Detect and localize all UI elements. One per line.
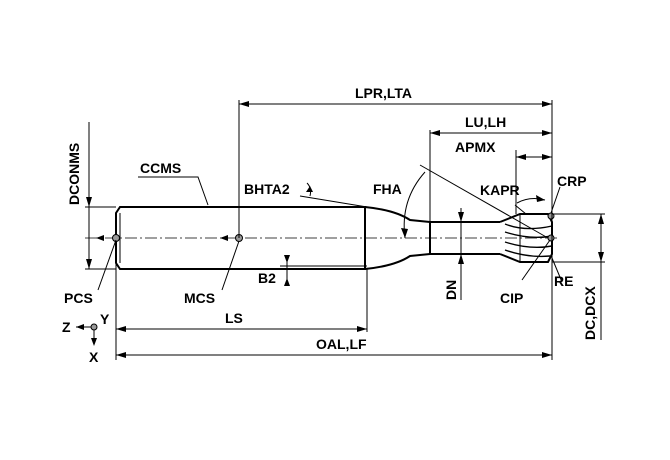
label-bhta2: BHTA2 — [244, 181, 290, 197]
label-re: RE — [554, 273, 573, 289]
label-dn: DN — [443, 280, 459, 300]
label-kapr: KAPR — [480, 182, 520, 198]
label-axis-z: Z — [62, 319, 71, 335]
dim-fha — [401, 164, 549, 239]
label-dconms: DCONMS — [66, 143, 82, 205]
dim-b2 — [280, 255, 367, 286]
dim-dn — [458, 208, 464, 300]
label-crp: CRP — [557, 173, 587, 189]
dim-oal-lf — [116, 352, 552, 358]
label-axis-y: Y — [100, 311, 110, 327]
label-ls: LS — [225, 310, 243, 326]
cip-point — [547, 234, 555, 242]
flute-helix-4 — [504, 249, 551, 258]
label-dc-dcx: DC,DCX — [582, 286, 598, 340]
dim-bhta2 — [299, 182, 368, 208]
pcs-point — [112, 234, 120, 242]
leader-lines — [97, 176, 563, 291]
label-mcs: MCS — [184, 290, 215, 306]
label-axis-x: X — [89, 349, 99, 365]
dim-lpr-lta — [239, 101, 552, 107]
label-b2: B2 — [258, 270, 276, 286]
dim-apmx — [516, 154, 552, 160]
dim-lu-lh — [430, 130, 552, 136]
label-oal-lf: OAL,LF — [316, 336, 367, 352]
extension-lines — [85, 100, 605, 360]
flute-helix-3 — [504, 241, 553, 249]
flute-helix-1 — [504, 223, 553, 230]
label-cip: CIP — [500, 290, 523, 306]
taper-outline — [364, 206, 431, 270]
dim-kapr — [516, 195, 546, 204]
dim-dc-dcx — [598, 214, 604, 340]
mcs-pcs-markers — [96, 235, 228, 241]
label-fha: FHA — [373, 181, 402, 197]
label-ccms: CCMS — [140, 160, 181, 176]
label-pcs: PCS — [64, 290, 93, 306]
label-apmx: APMX — [455, 139, 496, 155]
label-lu-lh: LU,LH — [465, 114, 506, 130]
axis-indicator — [76, 324, 97, 346]
dim-ls — [116, 326, 367, 332]
axis-origin-point — [90, 323, 98, 331]
dim-dconms — [86, 122, 92, 269]
label-lpr-lta: LPR,LTA — [355, 85, 412, 101]
